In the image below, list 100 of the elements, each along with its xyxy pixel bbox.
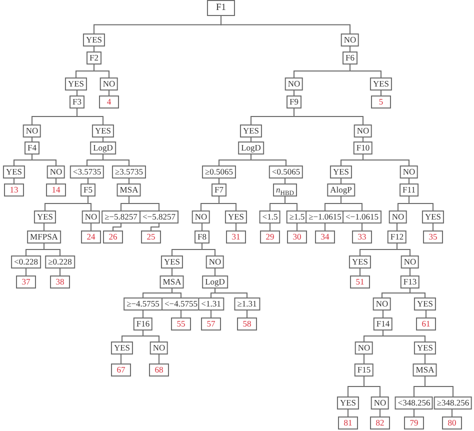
tree-branch-line	[350, 64, 382, 78]
tree-branch-line	[220, 16, 350, 34]
decision-node-box: NO	[206, 256, 224, 268]
leaf-node-box: 55	[171, 318, 191, 330]
decision-node-box: ≥0.5065	[202, 166, 236, 178]
decision-node-box: <0.5065	[268, 166, 304, 178]
leaf-node-box: 80	[442, 416, 462, 430]
decision-node-box: NO	[372, 298, 392, 310]
tree-branch-line	[76, 90, 78, 96]
tree-branch-line	[296, 223, 298, 231]
decision-node-box: n$_{HBD}$	[273, 184, 297, 196]
decision-node-box: AlogP	[327, 184, 355, 196]
decision-node-box: YES	[92, 124, 114, 138]
tree-branch-line	[172, 288, 182, 298]
tree-branch-line	[284, 196, 298, 211]
leaf-node-box: 58	[237, 318, 257, 330]
decision-node-box: F7	[212, 184, 226, 196]
leaf-node-box: 79	[404, 416, 424, 430]
decision-node-box: YES	[336, 396, 360, 410]
decision-node-box: F4	[24, 142, 40, 154]
tree-branch-line	[112, 223, 122, 231]
leaf-node-box: 25	[141, 230, 161, 244]
leaf-node-box: 51	[350, 276, 370, 288]
decision-node-box: <1.5	[259, 210, 281, 224]
decision-node-box: MSA	[116, 184, 142, 196]
decision-node-box: YES	[64, 78, 88, 90]
decision-node-box: YES	[370, 78, 392, 90]
decision-node-box: YES	[34, 210, 56, 224]
decision-node-box: F5	[80, 184, 96, 196]
tree-branch-line	[424, 376, 454, 397]
leaf-node-box: 13	[4, 184, 24, 196]
decision-node-box: F2	[86, 52, 102, 64]
decision-node-box: ≥−5.8257	[102, 210, 140, 224]
decision-node-box: <3.5735	[70, 166, 104, 178]
decision-node-box: NO	[340, 34, 360, 46]
tree-branch-line	[150, 223, 160, 231]
decision-node-box: NO	[46, 166, 66, 178]
tree-branch-line	[94, 64, 110, 78]
tree-branch-line	[396, 243, 410, 256]
tree-branch-line	[396, 223, 398, 231]
tree-branch-line	[424, 354, 426, 364]
leaf-node-box: 29	[260, 230, 280, 244]
leaf-node-box: 14	[46, 184, 66, 196]
leaf-node-box: 38	[50, 276, 70, 288]
decision-node-box: F10	[353, 142, 373, 154]
tree-branch-line	[158, 354, 160, 364]
tree-branch-line	[408, 178, 410, 184]
decision-node-box: <348.256	[394, 396, 434, 410]
tree-branch-line	[294, 108, 364, 125]
decision-node-box: <−4.5755	[162, 298, 200, 310]
decision-node-box: F15	[354, 364, 374, 376]
leaf-node-box: 81	[338, 416, 358, 430]
tree-branch-line	[324, 223, 326, 231]
tree-branch-line	[44, 243, 60, 256]
decision-node-box: ≥−1.0615	[306, 210, 344, 224]
leaf-node-box: 37	[16, 276, 36, 288]
decision-node-box: ≥1.5	[286, 210, 308, 224]
decision-node-box: NO	[100, 78, 118, 90]
decision-node-box: MSA	[412, 364, 438, 376]
leaf-node-box: 61	[416, 318, 436, 330]
tree-branch-line	[218, 178, 220, 184]
tree-branch-line	[102, 137, 104, 142]
decision-node-box: F8	[194, 230, 210, 244]
tree-branch-line	[362, 137, 364, 142]
decision-node-box: F9	[286, 96, 302, 108]
decision-node-box: NO	[192, 210, 210, 224]
decision-node-box: <1.31	[198, 298, 224, 310]
tree-branch-line	[32, 154, 56, 166]
decision-node-box: <−5.8257	[140, 210, 178, 224]
tree-branch-line	[210, 310, 212, 318]
tree-branch-line	[432, 223, 434, 231]
decision-node-box: MSA	[160, 276, 184, 288]
decision-node-box: F14	[373, 318, 393, 330]
leaf-node-box: 67	[111, 364, 131, 376]
tree-branch-line	[382, 310, 384, 318]
decision-node-box: F16	[133, 318, 153, 330]
decision-node-box: NO	[400, 166, 418, 178]
decision-node-box: NO	[354, 342, 374, 354]
decision-node-box: ≥0.228	[45, 256, 75, 268]
leaf-node-box: 68	[149, 364, 169, 376]
decision-node-box: F3	[70, 96, 84, 108]
tree-branch-line	[128, 178, 130, 184]
decision-node-box: YES	[414, 342, 436, 354]
tree-branch-line	[142, 330, 160, 342]
decision-node-box: YES	[422, 210, 444, 224]
decision-node-box: NO	[150, 342, 168, 354]
decision-node-box: ≥3.5735	[112, 166, 146, 178]
decision-node-box: LogD	[90, 142, 116, 154]
leaf-node-box: 26	[103, 230, 123, 244]
decision-node-box: NO	[400, 256, 420, 268]
leaf-node-box: 35	[423, 230, 443, 244]
tree-branch-line	[362, 154, 410, 166]
tree-branch-line	[410, 288, 426, 298]
leaf-node-box: 82	[370, 416, 390, 430]
leaf-node-box: 30	[287, 230, 307, 244]
tree-branch-line	[250, 137, 252, 142]
tree-branch-line	[202, 243, 216, 256]
leaf-node-box: 31	[226, 230, 246, 244]
tree-branch-line	[88, 196, 92, 211]
tree-branch-line	[120, 354, 122, 364]
